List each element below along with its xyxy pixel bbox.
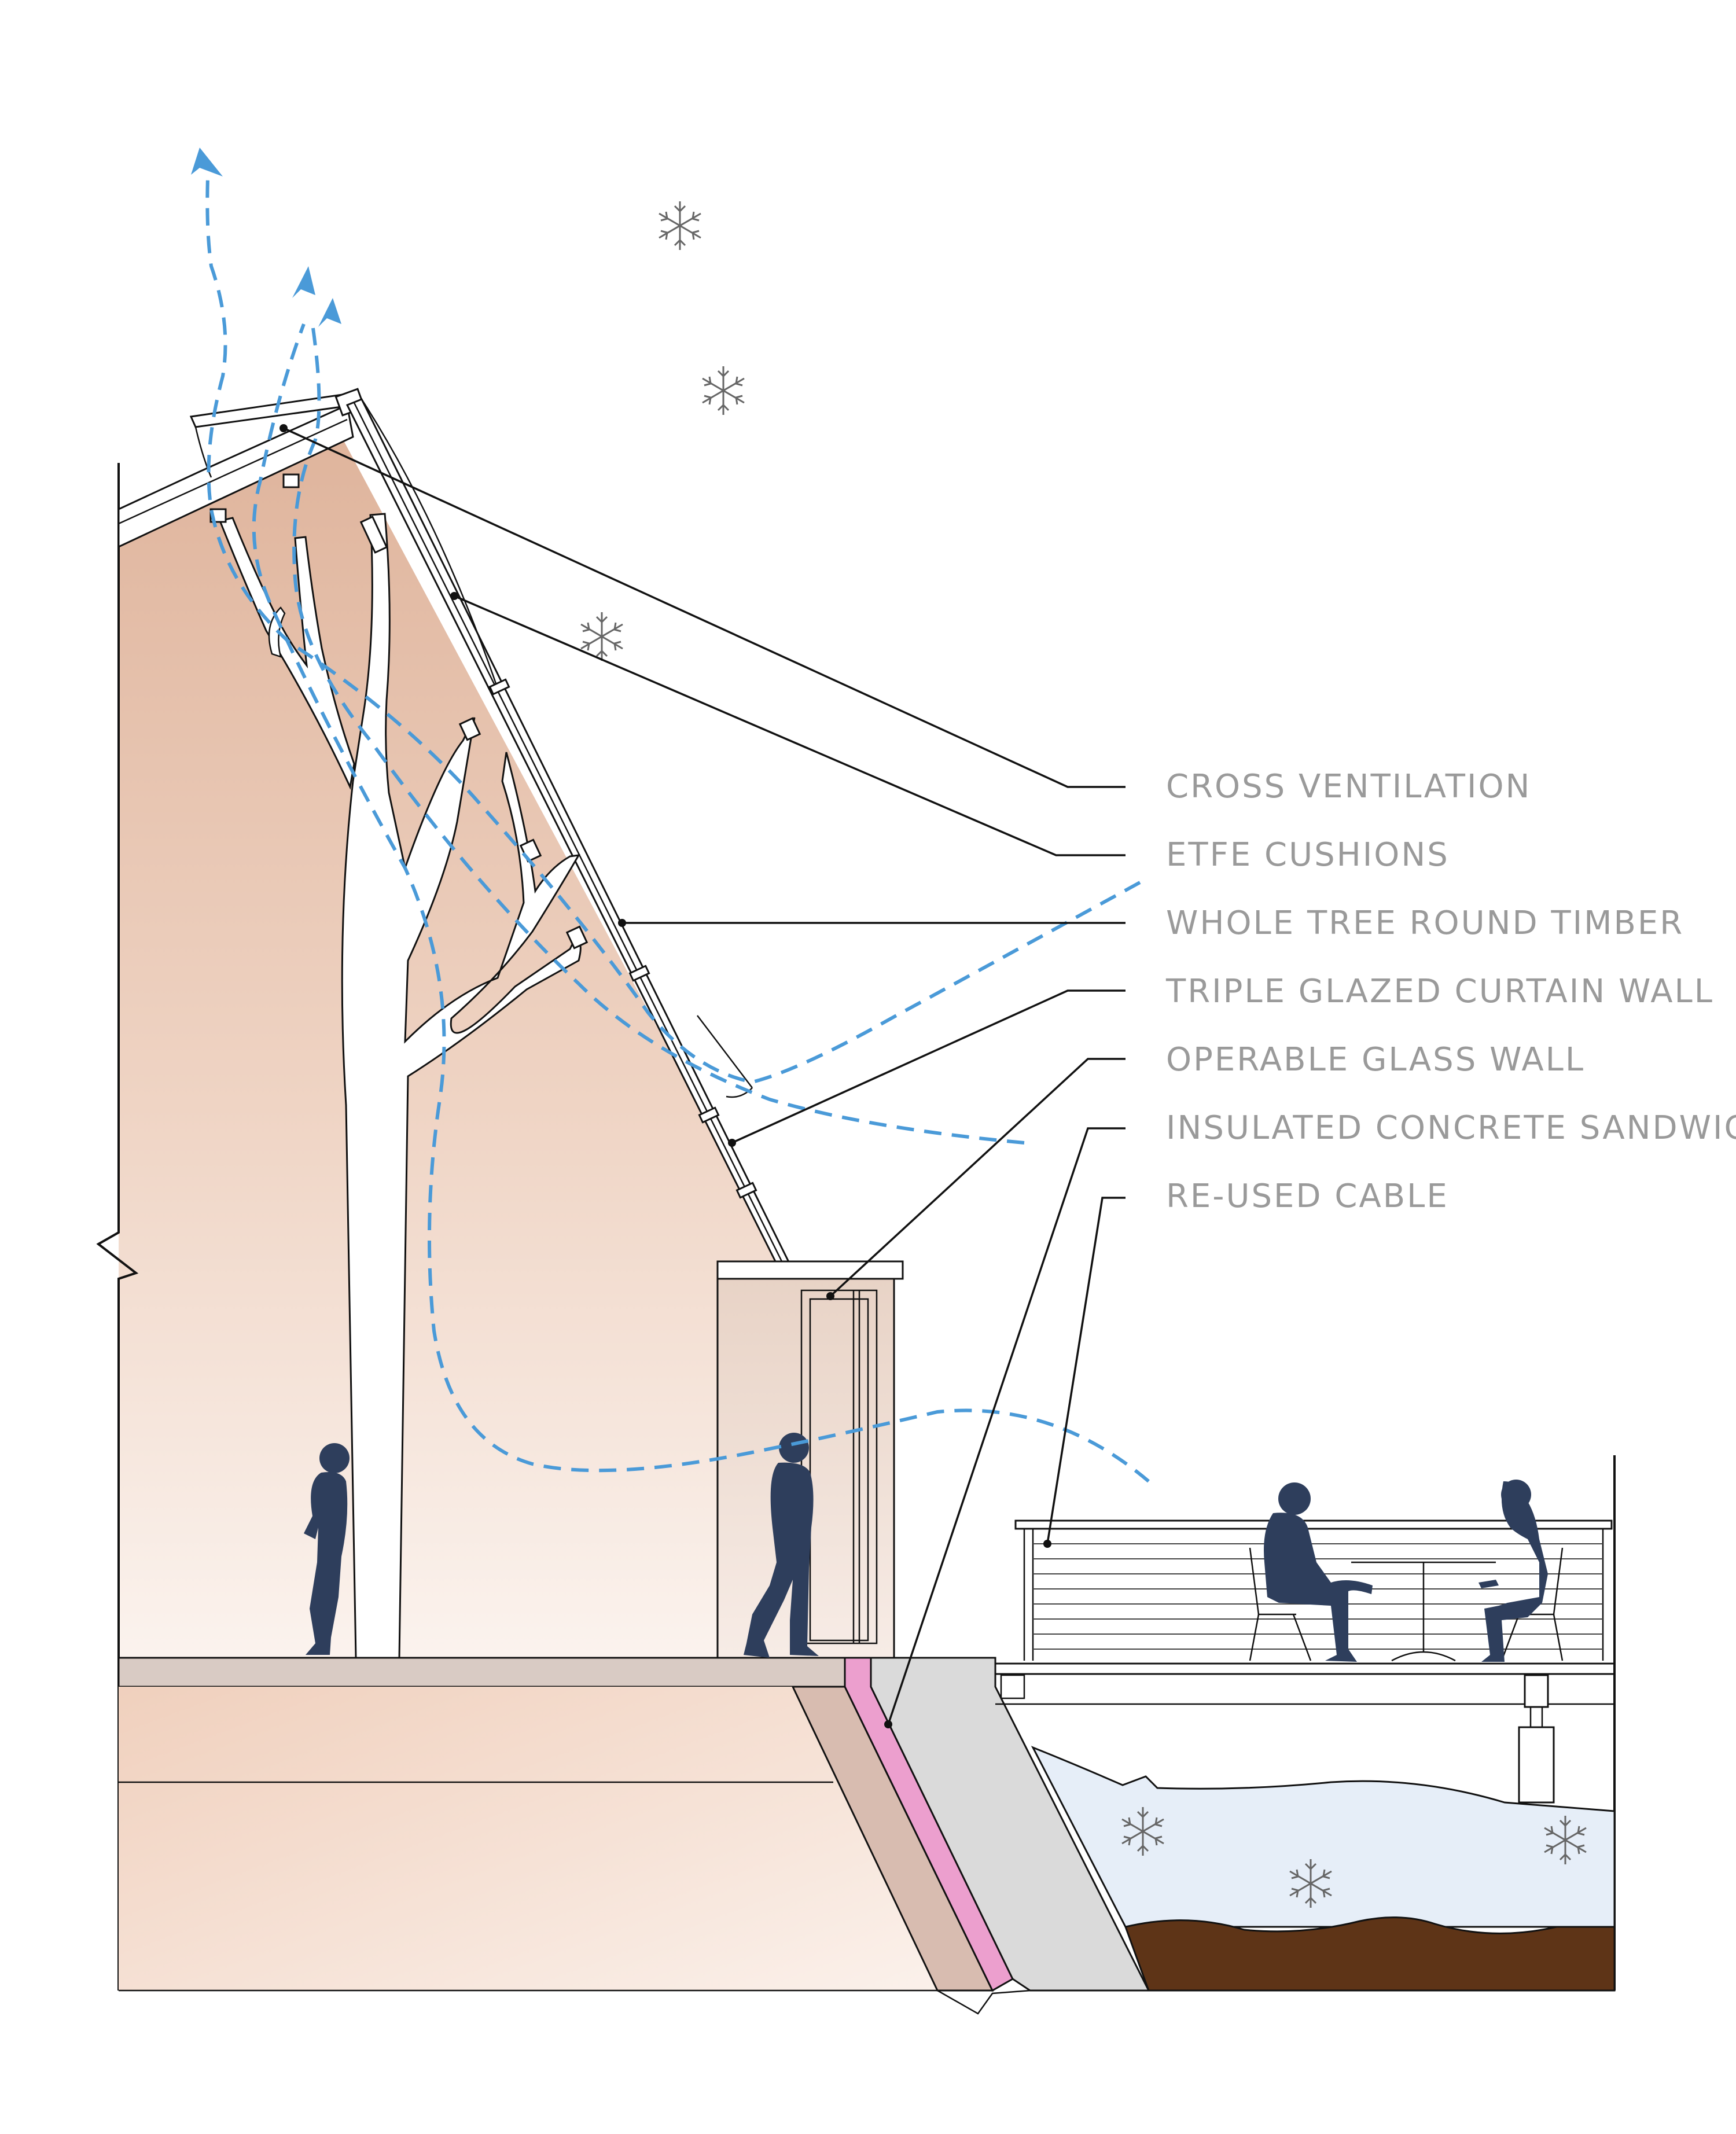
deck-board: [994, 1662, 1616, 1675]
porch-canopy: [716, 1260, 904, 1280]
airflow-arrow-icon: [292, 266, 315, 298]
person-seated-left: [1264, 1482, 1373, 1662]
cafe-table: [1351, 1561, 1496, 1662]
roof-panel-left: [117, 403, 354, 549]
callout-labels: CROSS VENTILATION ETFE CUSHIONS WHOLE TR…: [1165, 768, 1736, 1215]
airflow-arrow-icon: [318, 298, 341, 327]
left-wall: [96, 463, 139, 1990]
tree-trunk: [341, 513, 582, 1659]
leader-lines: [279, 424, 1126, 1728]
person-standing-tree: [304, 1443, 350, 1655]
snowflake-icon: [701, 365, 745, 416]
label-operable-glass-wall: OPERABLE GLASS WALL: [1166, 1041, 1585, 1079]
snowflake-icon: [658, 200, 702, 251]
foundation-mass: [119, 1687, 937, 1990]
deck-pier-cap: [1524, 1674, 1549, 1708]
soil: [1124, 1916, 1616, 1992]
operable-glass-wall: [716, 1260, 904, 1658]
airflow-arrow-icon: [191, 148, 223, 176]
airflow-paths: [191, 148, 1150, 1483]
label-etfe-cushions: ETFE CUSHIONS: [1166, 836, 1450, 874]
label-triple-glazed-curtain-wall: TRIPLE GLAZED CURTAIN WALL: [1165, 973, 1714, 1010]
tree-branch-left: [218, 517, 355, 790]
label-insulated-concrete-sandwich: INSULATED CONCRETE SANDWICH: [1166, 1109, 1736, 1147]
deck-pier: [1518, 1726, 1555, 1804]
mullion-caps: [488, 678, 757, 1199]
roof-assembly: [117, 388, 795, 1274]
label-cross-ventilation: CROSS VENTILATION: [1166, 768, 1531, 805]
person-walking: [744, 1433, 819, 1658]
label-re-used-cable: RE-USED CABLE: [1166, 1178, 1449, 1215]
floor-and-foundation: [117, 1657, 1614, 2015]
ice-water: [1031, 1746, 1616, 1928]
chair-left: [1249, 1547, 1312, 1661]
label-whole-tree-round-timber: WHOLE TREE ROUND TIMBER: [1166, 904, 1684, 942]
person-seated-right: [1478, 1480, 1548, 1662]
people: [304, 1433, 1548, 1662]
ground-section: [1031, 1746, 1616, 1992]
